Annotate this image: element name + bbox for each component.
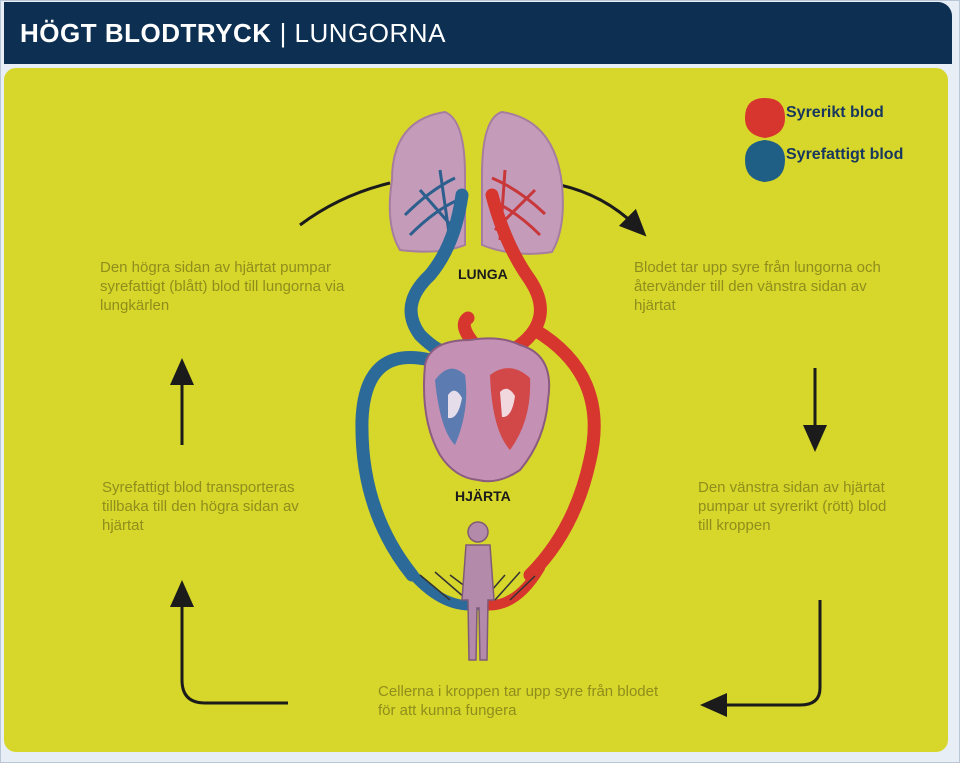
human-figure	[461, 521, 495, 661]
legend: Syrerikt blod Syrefattigt blod	[742, 96, 946, 186]
title-bold: HÖGT BLODTRYCK	[20, 17, 272, 48]
step-bottom: Cellerna i kroppen tar upp syre från blo…	[378, 683, 659, 719]
arrow-top-left	[299, 181, 391, 227]
arrow-top-right	[559, 183, 647, 237]
lung-label: LUNGA	[458, 266, 508, 282]
heart-label: HJÄRTA	[455, 488, 511, 504]
oxygen-rich-drop	[745, 98, 785, 138]
aorta-to-body	[523, 323, 601, 582]
lungs-illustration	[388, 110, 564, 255]
legend-oxygen-rich: Syrerikt blod	[786, 104, 884, 121]
arrow-bottom-right	[700, 600, 822, 717]
step-top-left: Den högra sidan av hjärtat pumpar syrefa…	[100, 259, 345, 314]
legend-oxygen-poor: Syrefattigt blod	[786, 146, 904, 163]
step-bottom-left: Syrefattigt blod transporteras tillbaka …	[102, 479, 299, 534]
step-bottom-right: Den vänstra sidan av hjärtat pumpar ut s…	[698, 479, 887, 534]
title-rest: | LUNGORNA	[279, 17, 446, 48]
step-top-right: Blodet tar upp syre från lungorna och åt…	[634, 259, 881, 314]
title-banner: HÖGT BLODTRYCK | LUNGORNA	[4, 2, 952, 64]
legend-drops	[745, 98, 785, 182]
artery-from-lungs	[457, 188, 547, 359]
oxygen-poor-drop	[745, 140, 785, 182]
arrow-bottom-left	[170, 580, 288, 705]
vena-cava-from-body	[355, 351, 437, 582]
heart-illustration	[423, 337, 551, 483]
